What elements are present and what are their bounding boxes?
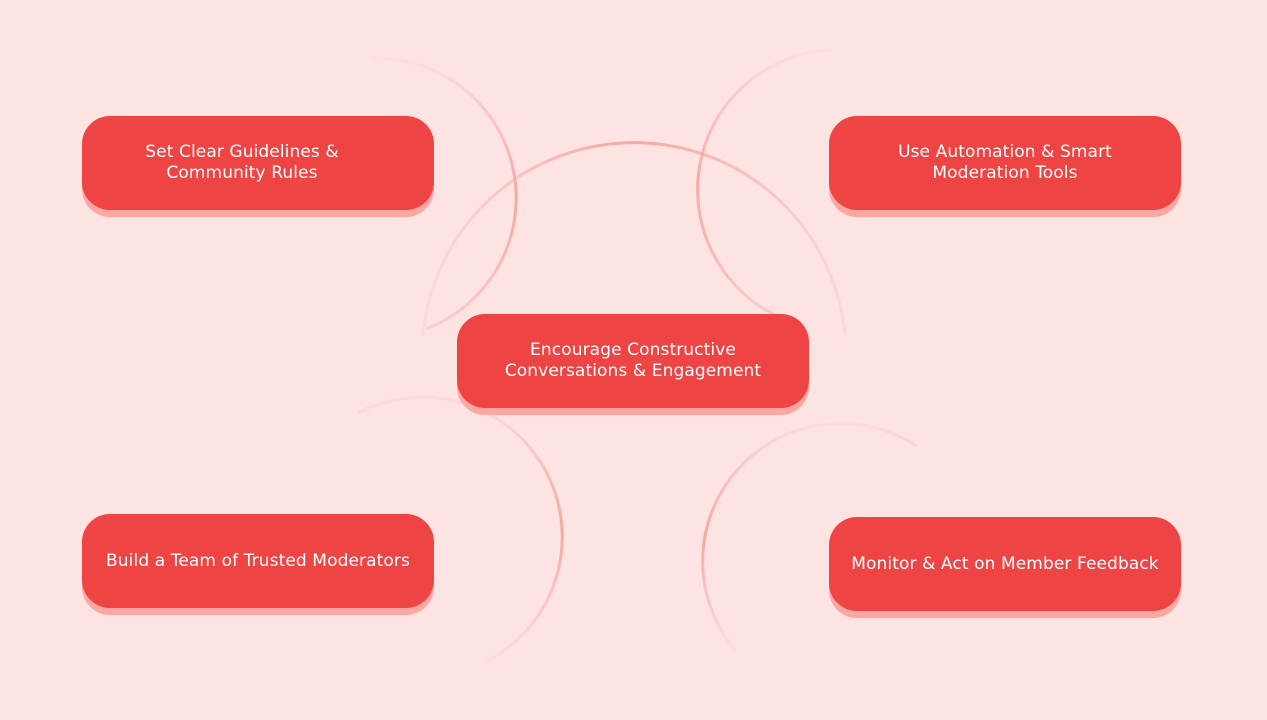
node-center-line2: Conversations & Engagement bbox=[504, 361, 762, 381]
arc-top-right bbox=[696, 48, 832, 317]
node-top-left-line1: Set Clear Guidelines & bbox=[145, 142, 339, 162]
arc-bottom-right bbox=[701, 421, 917, 652]
node-center-encourage-conversations: Encourage Constructive Conversations & E… bbox=[457, 314, 809, 408]
node-top-left-line2: Community Rules bbox=[166, 163, 318, 183]
node-use-automation: Use Automation & Smart Moderation Tools bbox=[829, 116, 1181, 210]
node-top-right-line2: Moderation Tools bbox=[932, 163, 1078, 183]
arc-top-left bbox=[370, 56, 518, 330]
arc-bottom-left bbox=[358, 395, 564, 664]
arc-center bbox=[421, 141, 847, 336]
node-top-right-line1: Use Automation & Smart bbox=[898, 142, 1112, 162]
node-bottom-left-line1: Build a Team of Trusted Moderators bbox=[106, 550, 410, 571]
node-bottom-right-line1: Monitor & Act on Member Feedback bbox=[851, 553, 1159, 574]
node-build-team: Build a Team of Trusted Moderators bbox=[82, 514, 434, 608]
node-set-clear-guidelines: Set Clear Guidelines & Community Rules bbox=[82, 116, 434, 210]
node-monitor-feedback: Monitor & Act on Member Feedback bbox=[829, 517, 1181, 611]
node-center-line1: Encourage Constructive bbox=[530, 340, 736, 360]
